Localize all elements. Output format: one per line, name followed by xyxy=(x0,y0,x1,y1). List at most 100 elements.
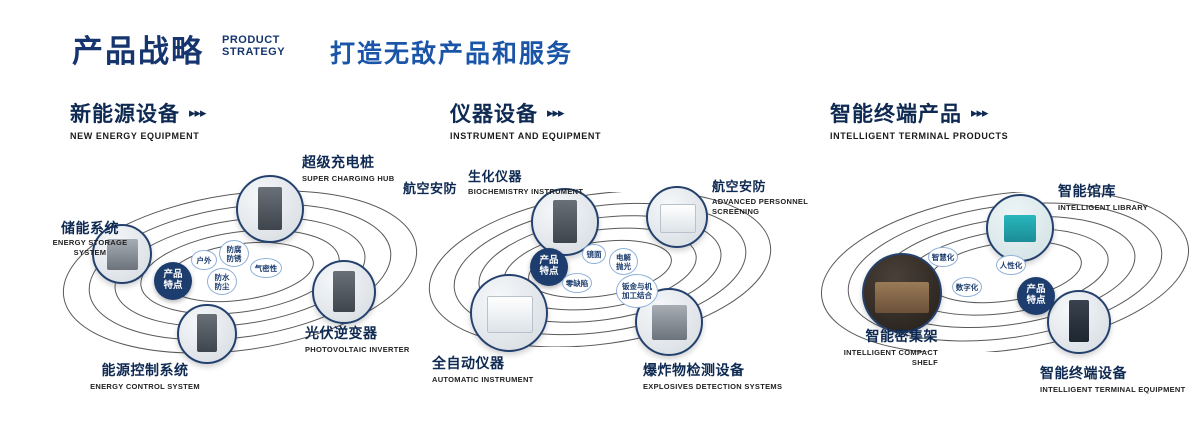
label-zh: 航空安防 xyxy=(712,179,767,194)
product-image-energy-storage xyxy=(92,224,152,284)
feature-text: 零缺陷 xyxy=(565,278,589,288)
label-intelligent-library: 智能馆库 INTELLIGENT LIBRARY xyxy=(1058,181,1198,213)
label-aviation-security-right: 航空安防 ADVANCED PERSONNEL SCREENING xyxy=(712,176,832,217)
feature-bubble-outdoor: 户外 xyxy=(191,250,217,270)
triple-arrow-icon: ▸▸▸ xyxy=(971,105,989,120)
section-instrument-header: 仪器设备 ▸▸▸ INSTRUMENT AND EQUIPMENT xyxy=(450,98,601,141)
library-photo xyxy=(1004,215,1036,243)
product-image-intelligent-terminal xyxy=(1047,290,1111,354)
feature-text: 人性化 xyxy=(999,260,1023,270)
label-intelligent-terminal: 智能终端设备 INTELLIGENT TERMINAL EQUIPMENT xyxy=(1040,363,1190,395)
charging-hub-photo xyxy=(258,186,282,231)
label-super-charging-hub: 超级充电桩 SUPER CHARGING HUB xyxy=(302,152,442,184)
label-en: EXPLOSIVES DETECTION SYSTEMS xyxy=(643,382,783,391)
label-explosives-detection: 爆炸物检测设备 EXPLOSIVES DETECTION SYSTEMS xyxy=(643,360,793,392)
label-en: ENERGY CONTROL SYSTEM xyxy=(90,382,200,391)
screening-photo xyxy=(659,203,697,234)
page-title-en-line1: PRODUCT xyxy=(222,34,280,46)
page-slogan: 打造无敌产品和服务 xyxy=(330,40,574,68)
section-intelligent-subtitle: INTELLIGENT TERMINAL PRODUCTS xyxy=(830,131,1009,141)
page-title: 产品战略 xyxy=(72,34,204,69)
product-image-super-charging-hub xyxy=(236,175,304,243)
feature-text: 防水防尘 xyxy=(214,272,230,291)
label-en: INTELLIGENT TERMINAL EQUIPMENT xyxy=(1040,385,1186,394)
triple-arrow-icon: ▸▸▸ xyxy=(547,105,565,120)
feature-bubble-digital: 数字化 xyxy=(952,277,982,297)
feature-bubble-humanized: 人性化 xyxy=(996,255,1026,275)
label-en: ADVANCED PERSONNEL SCREENING xyxy=(712,197,808,216)
label-en: INTELLIGENT COMPACT SHELF xyxy=(843,348,938,367)
label-en: INTELLIGENT LIBRARY xyxy=(1058,203,1149,212)
label-zh: 超级充电桩 xyxy=(302,154,375,170)
feature-text: 镜面 xyxy=(586,249,602,259)
biochemistry-photo xyxy=(553,199,577,244)
section-new-energy-header: 新能源设备 ▸▸▸ NEW ENERGY EQUIPMENT xyxy=(70,98,207,141)
explosives-detection-photo xyxy=(652,305,687,340)
section-intelligent-header: 智能终端产品 ▸▸▸ INTELLIGENT TERMINAL PRODUCTS xyxy=(830,98,1008,141)
feature-text: 数字化 xyxy=(955,282,979,292)
section-new-energy-title: 新能源设备 ▸▸▸ xyxy=(70,98,207,128)
core-label: 产品特点 xyxy=(1026,284,1046,306)
section-title-text: 仪器设备 xyxy=(450,103,538,126)
feature-bubble-waterproof: 防水防尘 xyxy=(207,268,237,295)
product-image-compact-shelf xyxy=(862,253,942,333)
core-label: 产品特点 xyxy=(163,269,183,291)
section-title-text: 新能源设备 xyxy=(70,103,180,126)
label-energy-storage: 储能系统 ENERGY STORAGE SYSTEM xyxy=(35,218,145,258)
energy-storage-photo xyxy=(107,239,138,270)
label-zh: 航空安防 xyxy=(403,181,458,196)
label-zh: 智能终端设备 xyxy=(1040,365,1127,381)
label-zh: 生化仪器 xyxy=(468,169,523,184)
core-label: 产品特点 xyxy=(539,255,559,277)
label-compact-shelf: 智能密集架 INTELLIGENT COMPACT SHELF xyxy=(820,326,938,368)
feature-text: 防腐防锈 xyxy=(226,244,242,263)
energy-control-photo xyxy=(196,314,218,353)
product-image-energy-control-system xyxy=(177,304,237,364)
feature-bubble-anticorrosion: 防腐防锈 xyxy=(219,240,249,267)
label-zh: 能源控制系统 xyxy=(101,362,189,378)
label-en: PHOTOVOLTAIC INVERTER xyxy=(305,345,410,354)
product-features-core: 产品特点 xyxy=(1017,277,1055,315)
label-zh: 光伏逆变器 xyxy=(305,325,378,341)
product-image-personnel-screening xyxy=(646,186,708,248)
label-energy-control-system: 能源控制系统 ENERGY CONTROL SYSTEM xyxy=(80,360,210,392)
section-title-text: 智能终端产品 xyxy=(830,103,962,126)
feature-bubble-zero-defect: 零缺陷 xyxy=(562,273,592,293)
pv-inverter-photo xyxy=(333,271,355,312)
product-image-automatic-instrument xyxy=(470,274,548,352)
page-title-en-line2: STRATEGY xyxy=(222,46,286,59)
feature-text: 气密性 xyxy=(254,263,278,273)
automatic-instrument-photo xyxy=(486,295,534,334)
label-automatic-instrument: 全自动仪器 AUTOMATIC INSTRUMENT xyxy=(432,353,562,385)
section-intelligent-title: 智能终端产品 ▸▸▸ xyxy=(830,98,1008,128)
label-zh: 储能系统 xyxy=(61,220,119,236)
compact-shelf-photo xyxy=(875,282,929,313)
label-zh: 智能馆库 xyxy=(1058,183,1116,199)
terminal-photo xyxy=(1069,300,1089,343)
feature-bubble-sheetmetal-machining: 钣金与机加工结合 xyxy=(616,274,658,308)
product-features-core: 产品特点 xyxy=(530,248,568,286)
feature-bubble-electropolish: 电解抛光 xyxy=(609,248,638,275)
feature-text: 智慧化 xyxy=(931,252,955,262)
product-features-core: 产品特点 xyxy=(154,262,192,300)
product-image-intelligent-library xyxy=(986,194,1054,262)
section-instrument-subtitle: INSTRUMENT AND EQUIPMENT xyxy=(450,131,602,141)
feature-bubble-smart: 智慧化 xyxy=(928,247,958,267)
label-photovoltaic-inverter: 光伏逆变器 PHOTOVOLTAIC INVERTER xyxy=(305,323,445,355)
label-en: ENERGY STORAGE SYSTEM xyxy=(52,238,128,257)
label-zh: 爆炸物检测设备 xyxy=(643,362,745,378)
label-en: SUPER CHARGING HUB xyxy=(302,174,395,183)
section-new-energy-subtitle: NEW ENERGY EQUIPMENT xyxy=(70,131,200,141)
feature-bubble-mirror-finish: 镜面 xyxy=(582,244,606,264)
label-zh: 全自动仪器 xyxy=(432,355,505,371)
product-image-photovoltaic-inverter xyxy=(312,260,376,324)
label-en: AUTOMATIC INSTRUMENT xyxy=(432,375,534,384)
label-zh: 智能密集架 xyxy=(865,328,938,344)
feature-bubble-airtight: 气密性 xyxy=(250,258,282,278)
feature-text: 电解抛光 xyxy=(616,252,631,271)
feature-text: 户外 xyxy=(196,255,212,265)
feature-text: 钣金与机加工结合 xyxy=(622,282,652,300)
label-en: BIOCHEMISTRY INSTRUMENT xyxy=(468,187,584,196)
label-aviation-security-left: 航空安防 xyxy=(403,178,473,197)
